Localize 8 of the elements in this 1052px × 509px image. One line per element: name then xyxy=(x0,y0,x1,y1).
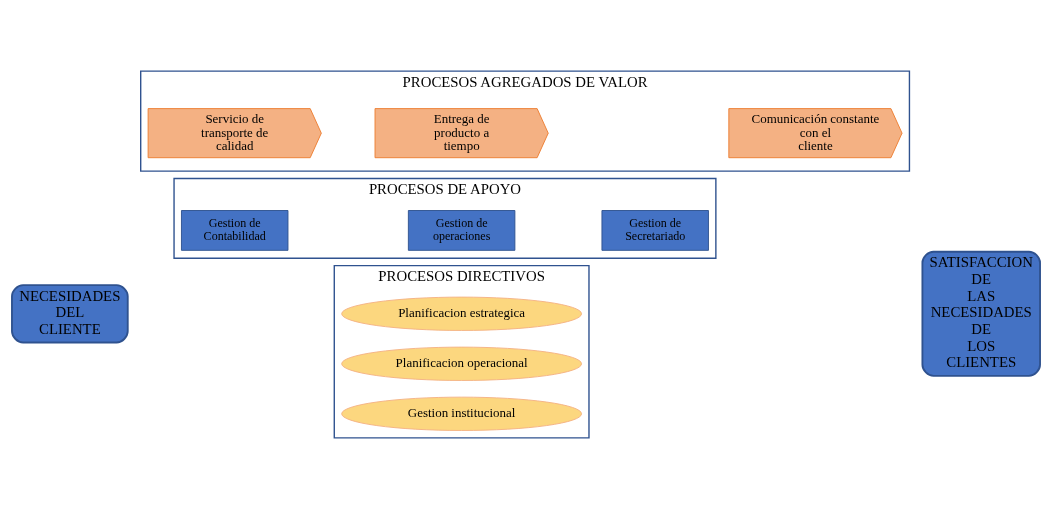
node-box: Gestion de Secretariado xyxy=(601,210,709,251)
node-box: Gestion de operaciones xyxy=(407,210,516,251)
node-box: Gestion de Contabilidad xyxy=(181,210,289,251)
node-box: SATISFACCION DE LAS NECESIDADES DE LOS CLIENTES xyxy=(921,250,1041,377)
node-ellipse: Planificacion operacional xyxy=(341,346,583,381)
node-ellipse: Gestion institucional xyxy=(341,396,583,431)
node-box: NECESIDADES DEL CLIENTE xyxy=(11,284,129,344)
node-ellipse: Planificacion estrategica xyxy=(341,296,583,331)
